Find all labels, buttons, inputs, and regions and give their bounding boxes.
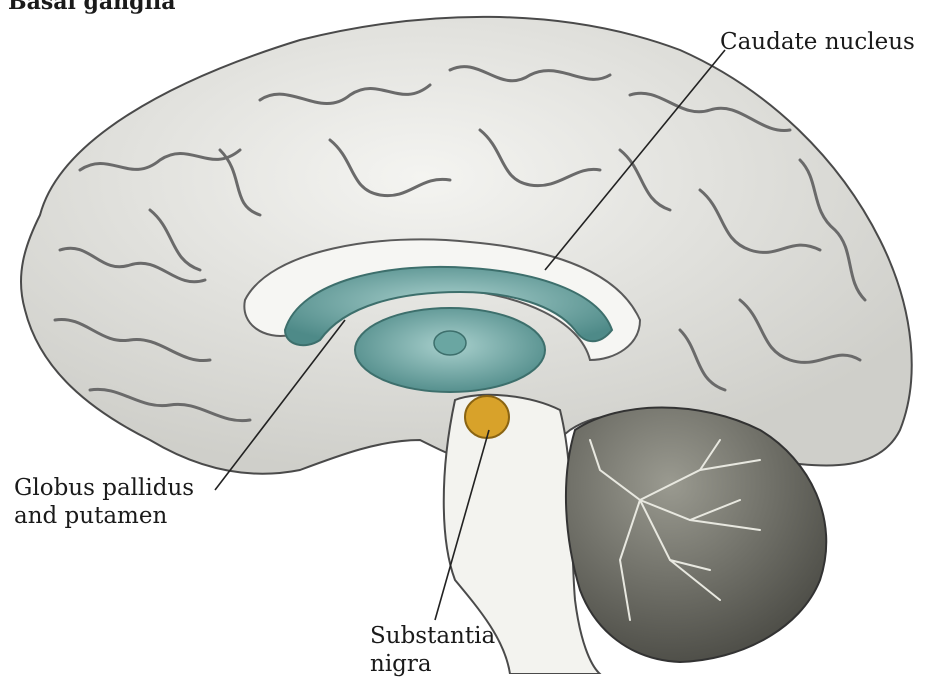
- interthalamic-adhesion: [434, 331, 466, 355]
- caudate-nucleus-label: Caudate nucleus: [720, 28, 915, 56]
- globus-pallidus-label: Globus pallidus and putamen: [14, 474, 194, 530]
- substantia-nigra-label: Substantia nigra: [370, 622, 495, 678]
- substantia-nigra: [465, 396, 509, 438]
- figure-title: Basal ganglia: [8, 0, 176, 16]
